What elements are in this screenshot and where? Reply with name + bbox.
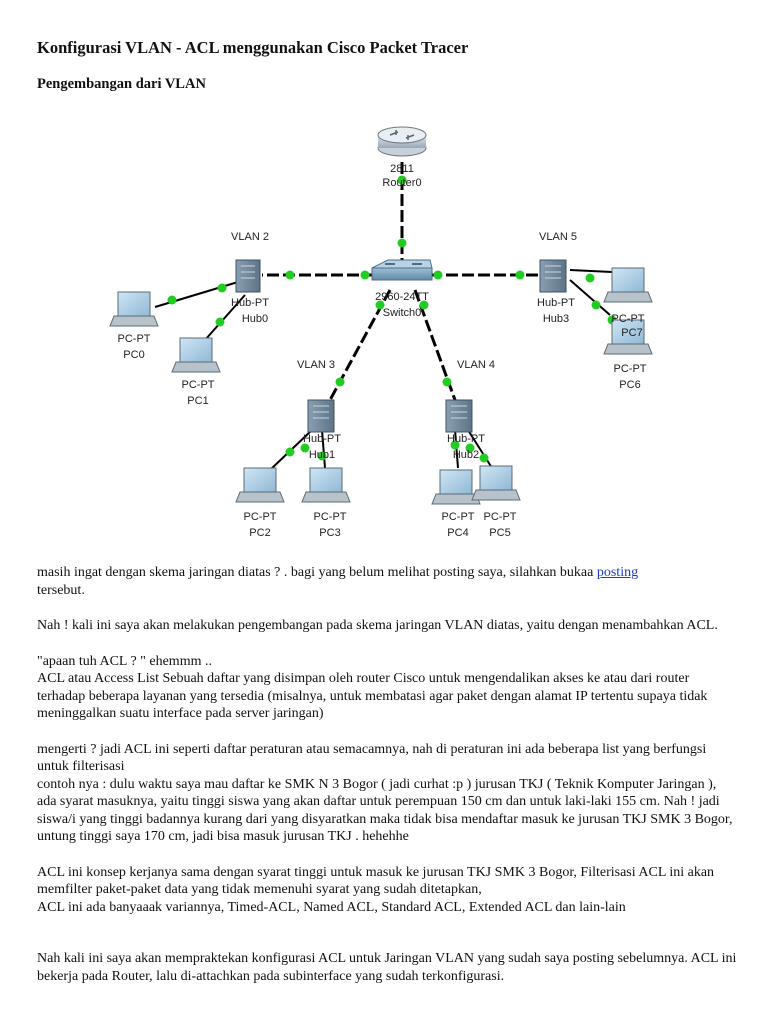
- cable-hub3-pc6: [569, 269, 613, 273]
- article-body: masih ingat dengan skema jaringan diatas…: [37, 564, 737, 985]
- switch-name: Switch0: [383, 307, 422, 319]
- paragraph: masih ingat dengan skema jaringan diatas…: [37, 564, 737, 599]
- hub-icon: [307, 399, 335, 433]
- router-model: 2811: [390, 163, 414, 175]
- document-subtitle: Pengembangan dari VLAN: [37, 76, 206, 92]
- hub2-name: Hub2: [453, 449, 479, 461]
- pc-icon: [471, 465, 521, 501]
- cable-hub0-pc1: [204, 294, 246, 341]
- switch-icon: [371, 259, 433, 281]
- pc6-name: PC6: [619, 379, 640, 391]
- paragraph: "apaan tuh ACL ? " ehemmm ..: [37, 653, 212, 669]
- paragraph-text: masih ingat dengan skema jaringan diatas…: [37, 565, 597, 580]
- cable-hub1-pc3: [321, 429, 326, 469]
- paragraph: ACL atau Access List Sebuah daftar yang …: [37, 671, 708, 721]
- switch-model: 2960-24TT: [375, 291, 429, 303]
- hub1-model: Hub-PT: [303, 433, 341, 445]
- pc-icon: [235, 467, 285, 503]
- pc1-model: PC-PT: [182, 379, 215, 391]
- pc7-model: PC-PT: [612, 313, 645, 325]
- pc-icon: [109, 291, 159, 327]
- paragraph: ACL ini konsep kerjanya sama dengan syar…: [37, 864, 715, 898]
- paragraph: ACL ini ada banyaaak variannya, Timed-AC…: [37, 899, 626, 915]
- hub3-model: Hub-PT: [537, 297, 575, 309]
- document-title: Konfigurasi VLAN - ACL menggunakan Cisco…: [37, 38, 469, 57]
- cable-hub2-pc5: [467, 429, 493, 469]
- cable-hub3-pc7: [569, 279, 611, 316]
- paragraph: contoh nya : dulu waktu saya mau daftar …: [37, 776, 733, 845]
- paragraph-text: tersebut.: [37, 582, 85, 598]
- paragraph: mengerti ? jadi ACL ini seperti daftar p…: [37, 741, 707, 775]
- pc-icon: [603, 267, 653, 303]
- hub0-model: Hub-PT: [231, 297, 269, 309]
- hub2-model: Hub-PT: [447, 433, 485, 445]
- router-icon: [377, 126, 427, 157]
- pc7-name: PC7: [621, 327, 642, 339]
- hub0-name: Hub0: [242, 313, 268, 325]
- paragraph: Nah ! kali ini saya akan melakukan penge…: [37, 618, 718, 633]
- hub1-name: Hub1: [309, 449, 335, 461]
- pc4-model: PC-PT: [442, 511, 475, 523]
- posting-link[interactable]: posting: [596, 565, 639, 580]
- vlan-label-hub0: VLAN 2: [231, 231, 269, 243]
- pc-icon: [171, 337, 221, 373]
- pc3-model: PC-PT: [314, 511, 347, 523]
- hub-icon: [235, 259, 261, 293]
- pc5-model: PC-PT: [484, 511, 517, 523]
- pc-icon: [431, 469, 481, 505]
- hub-icon: [539, 259, 567, 293]
- pc1-name: PC1: [187, 395, 208, 407]
- pc0-model: PC-PT: [118, 333, 151, 345]
- vlan-label-hub2: VLAN 4: [457, 359, 495, 371]
- pc6-model: PC-PT: [614, 363, 647, 375]
- pc4-name: PC4: [447, 527, 468, 539]
- paragraph: Nah kali ini saya akan mempraktekan konf…: [37, 951, 737, 984]
- pc2-model: PC-PT: [244, 511, 277, 523]
- hub3-name: Hub3: [543, 313, 569, 325]
- vlan-label-hub1: VLAN 3: [297, 359, 335, 371]
- pc5-name: PC5: [489, 527, 510, 539]
- network-topology-diagram: 2811 Router0 2960-24TT Switch0 VLAN 2 Hu…: [109, 126, 653, 539]
- hub-icon: [445, 399, 473, 433]
- pc-icon: [301, 467, 351, 503]
- pc3-name: PC3: [319, 527, 340, 539]
- pc0-name: PC0: [123, 349, 144, 361]
- vlan-label-hub3: VLAN 5: [539, 231, 577, 243]
- pc2-name: PC2: [249, 527, 270, 539]
- router-name: Router0: [382, 177, 421, 189]
- pc-icon: [603, 319, 653, 355]
